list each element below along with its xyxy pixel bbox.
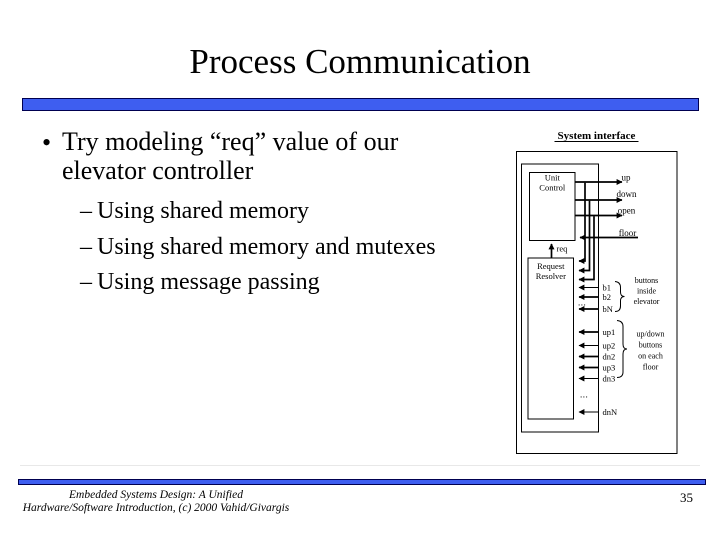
dnN-label: dnN: [603, 407, 618, 417]
elevator-buttons-caption-line3: elevator: [634, 297, 660, 306]
page-title: Process Communication: [189, 42, 531, 81]
system-boundary-box: [516, 151, 678, 454]
dash-marker: –: [80, 198, 92, 224]
elevator-buttons-caption-line2: inside: [637, 287, 657, 296]
dash-marker: –: [80, 234, 92, 260]
buttons-ellipsis: ...: [578, 298, 586, 308]
bullet-level1-text: Try modeling “req” value of our elevator…: [62, 127, 399, 185]
floor-signal-label: floor: [619, 228, 637, 238]
footer-credit-line1: Embedded Systems Design: A Unified: [69, 489, 243, 501]
bullet-dot: •: [42, 128, 52, 157]
floors-ellipsis: ...: [580, 390, 588, 400]
elevator-buttons-caption-line1: buttons: [635, 276, 659, 285]
page-number: 35: [680, 490, 693, 505]
request-resolver-label-line1: Request: [537, 261, 565, 271]
up2-label: up2: [603, 341, 616, 351]
unit-control-label-line2: Control: [539, 183, 566, 193]
up1-label: up1: [603, 327, 616, 337]
bN-label: bN: [603, 304, 613, 314]
req-signal-label: req: [557, 244, 569, 254]
open-to-resolver-connector: [578, 216, 595, 283]
dn3-label: dn3: [603, 374, 616, 384]
controller-box: [521, 163, 599, 433]
b2-label: b2: [603, 292, 612, 302]
bullet-level2-item: –Using message passing: [80, 269, 320, 295]
elevator-buttons-brace: [614, 281, 625, 312]
request-resolver-label-line2: Resolver: [536, 271, 566, 281]
floor-buttons-caption-line4: floor: [643, 363, 659, 372]
bullet-level2-text: Using message passing: [97, 269, 320, 295]
system-interface-diagram: System interface Unit Control Request Re…: [516, 130, 678, 454]
up-to-resolver-connector: [578, 182, 586, 264]
dash-marker: –: [80, 269, 92, 295]
footer-credit: Embedded Systems Design: A Unified Hardw…: [0, 489, 312, 515]
bullet-level1: • Try modeling “req” value of our elevat…: [42, 127, 462, 185]
footer-credit-line2: Hardware/Software Introduction, (c) 2000…: [22, 502, 290, 514]
footer-divider-bar: [18, 479, 706, 485]
unit-control-label-line1: Unit: [545, 173, 561, 183]
up-signal-label: up: [622, 173, 632, 183]
b1-label: b1: [603, 283, 612, 293]
bullet-level2-item: –Using shared memory: [80, 198, 309, 224]
diagram-title: System interface: [558, 130, 636, 142]
bullet-level2-text: Using shared memory and mutexes: [97, 234, 436, 260]
footer-hairline: [20, 465, 700, 466]
floor-buttons-caption-line3: on each: [638, 352, 663, 361]
bullet-level2-text: Using shared memory: [97, 198, 309, 224]
request-resolver-box: [527, 257, 574, 420]
down-signal-label: down: [617, 189, 637, 199]
open-signal-label: open: [618, 206, 636, 216]
floor-buttons-brace: [616, 320, 628, 378]
dn2-label: dn2: [603, 352, 616, 362]
floor-buttons-caption-line2: buttons: [639, 341, 663, 350]
unit-control-box: [529, 172, 576, 241]
floor-buttons-caption-line1: up/down: [637, 330, 665, 339]
bullet-level2-item: –Using shared memory and mutexes: [80, 234, 436, 260]
title-divider-bar: [22, 98, 699, 111]
up3-label: up3: [603, 363, 616, 373]
down-to-resolver-connector: [578, 200, 591, 274]
